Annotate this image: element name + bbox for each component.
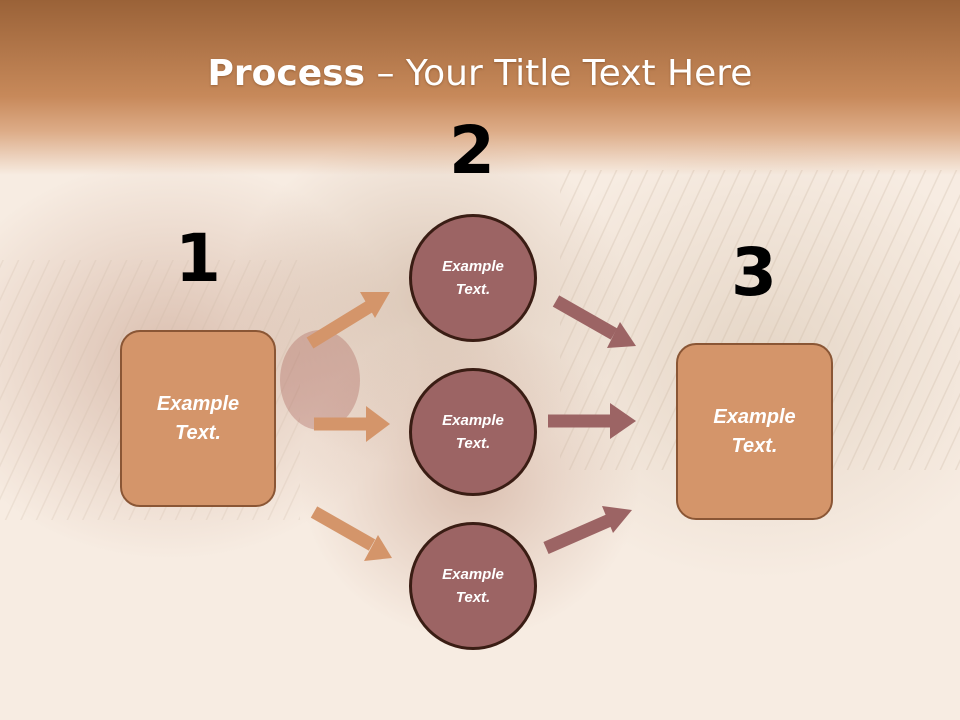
title-band xyxy=(0,0,960,175)
step-3-number: 3 xyxy=(731,234,777,311)
step-1-box[interactable]: Example Text. xyxy=(120,330,276,507)
arrow-circle3-to-step3-head xyxy=(602,506,632,533)
step-3-label: Example Text. xyxy=(713,405,796,457)
title-rest: – Your Title Text Here xyxy=(365,53,753,94)
arrow-step1-to-circle3 xyxy=(310,506,376,551)
circle-3[interactable]: Example Text. xyxy=(409,522,537,650)
step-3-box[interactable]: Example Text. xyxy=(676,343,833,520)
circle-2-label: Example Text. xyxy=(442,412,504,452)
circle-1[interactable]: Example Text. xyxy=(409,214,537,342)
arrow-step1-to-circle1-head xyxy=(360,292,390,318)
step-1-label: Example Text. xyxy=(156,392,240,444)
arrow-circle3-to-step3 xyxy=(543,514,613,554)
step-2-number: 2 xyxy=(449,112,495,189)
arrow-step1-to-circle3-head xyxy=(364,535,392,561)
arrow-circle1-to-step3-head xyxy=(607,322,636,348)
arrow-step1-to-circle1 xyxy=(306,299,376,349)
circle-3-label: Example Text. xyxy=(442,566,504,606)
slide-title[interactable]: Process – Your Title Text Here xyxy=(0,50,960,98)
circle-1-label: Example Text. xyxy=(442,258,504,298)
circle-2[interactable]: Example Text. xyxy=(409,368,537,496)
step-1-number: 1 xyxy=(175,220,221,297)
title-bold: Process xyxy=(207,53,366,94)
arrow-circle2-to-step3-head xyxy=(610,403,636,439)
arrow-circle1-to-step3 xyxy=(552,295,618,340)
arrow-step1-to-circle2-head xyxy=(366,406,390,442)
